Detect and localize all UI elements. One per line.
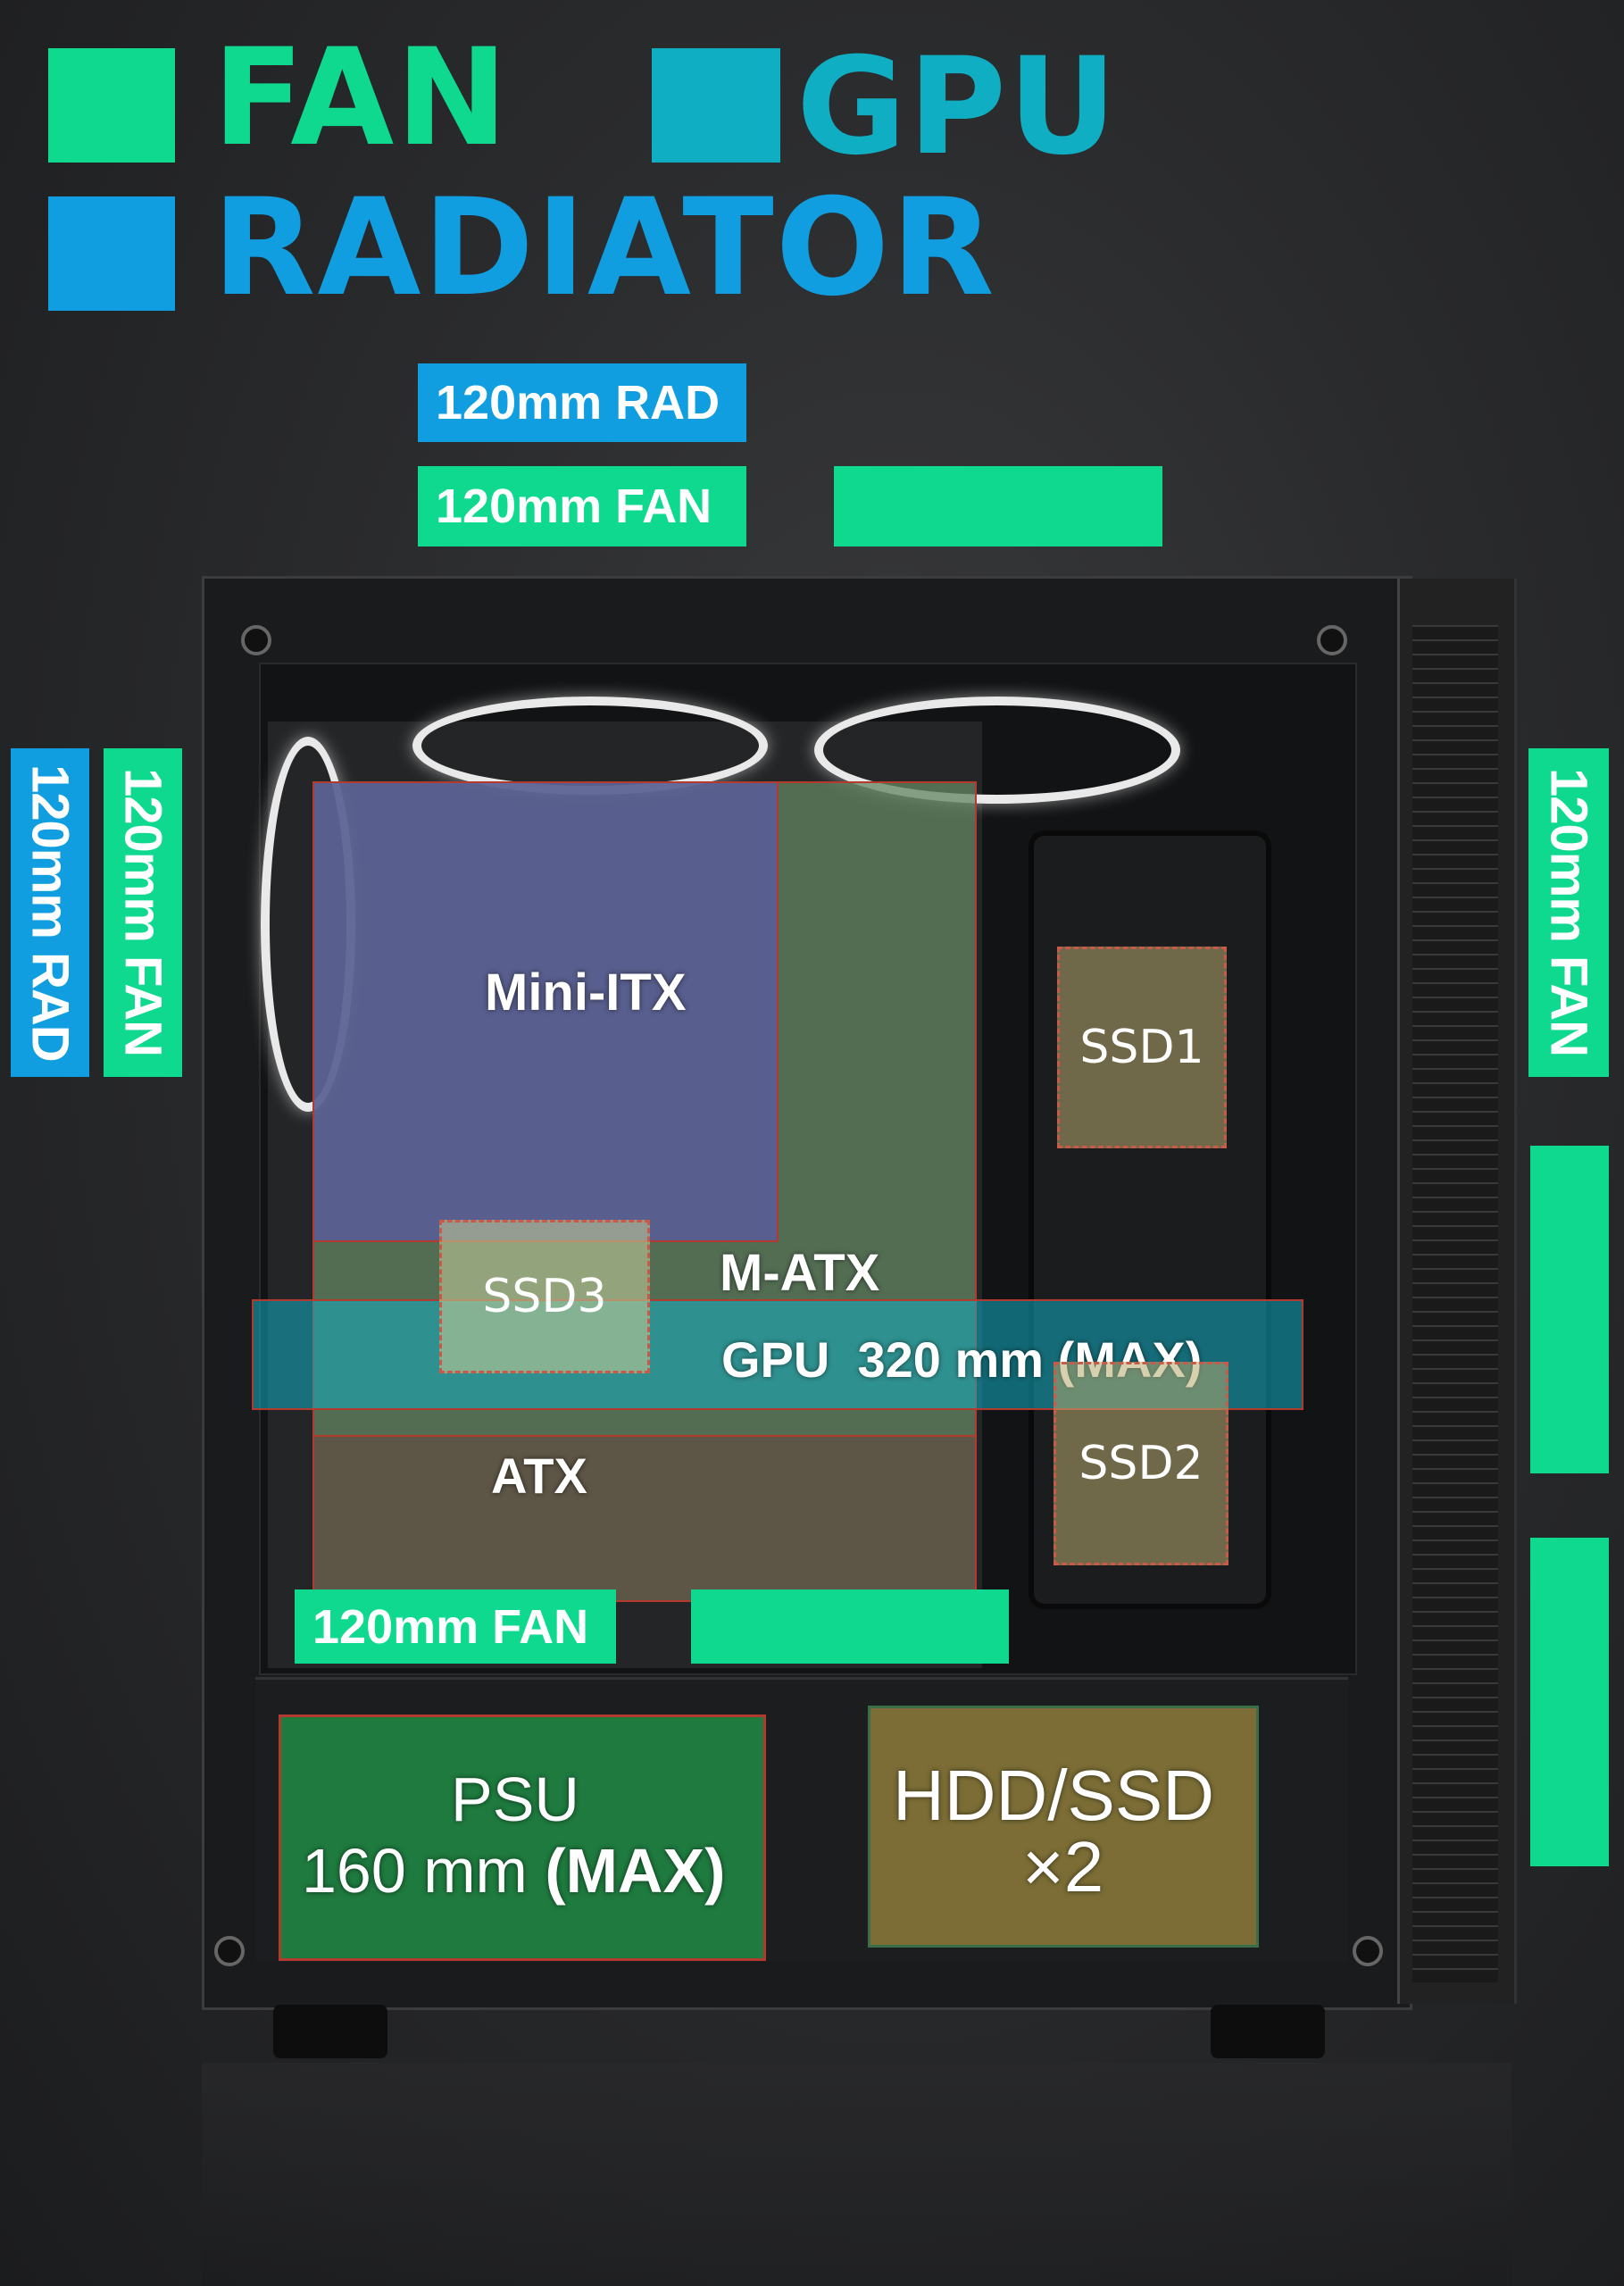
top-fan-2-icon xyxy=(814,697,1180,804)
ssd3-slot: SSD3 xyxy=(439,1220,650,1373)
atx-label: ATX xyxy=(491,1448,587,1504)
case-foot-right xyxy=(1211,2005,1325,2058)
rear-fan-slot-2 xyxy=(1530,1146,1609,1473)
psu-zone xyxy=(279,1714,766,1961)
radiator-legend-label: RADIATOR xyxy=(212,171,996,326)
bottom-fan-label: 120mm FAN xyxy=(295,1589,616,1664)
bottom-fan-slot-2 xyxy=(691,1589,1009,1664)
gpu-legend-swatch xyxy=(652,48,780,163)
hdd-count-label: ×2 xyxy=(1022,1827,1104,1906)
front-rad-label: 120mm RAD xyxy=(11,748,89,1077)
gpu-legend-label: GPU xyxy=(796,29,1119,185)
mini-itx-label: Mini-ITX xyxy=(485,964,687,1022)
ssd1-slot: SSD1 xyxy=(1057,947,1227,1148)
hdd-label: HDD/SSD xyxy=(893,1756,1215,1835)
screw xyxy=(1317,625,1347,655)
case-foot-left xyxy=(273,2005,387,2058)
floor-reflection xyxy=(202,2063,1512,2286)
front-fan-label: 120mm FAN xyxy=(104,748,182,1077)
rear-fan-label: 120mm FAN xyxy=(1528,748,1609,1077)
rear-fan-slot-3 xyxy=(1530,1538,1609,1866)
hdd-zone xyxy=(868,1706,1259,1948)
ssd2-slot: SSD2 xyxy=(1054,1362,1228,1565)
top-fan-1-icon xyxy=(412,697,768,795)
screw xyxy=(1353,1936,1383,1966)
top-fan-slot-2 xyxy=(834,466,1162,546)
radiator-legend-swatch xyxy=(48,196,175,311)
screw xyxy=(241,625,271,655)
m-atx-label: M-ATX xyxy=(720,1244,880,1302)
fan-legend-swatch xyxy=(48,48,175,163)
psu-limit-label: 160 mm (MAX) xyxy=(302,1836,726,1906)
psu-label: PSU xyxy=(451,1765,579,1834)
screw xyxy=(214,1936,245,1966)
top-fan-label: 120mm FAN xyxy=(418,466,746,546)
mini-itx-zone xyxy=(312,781,779,1242)
fan-legend-label: FAN xyxy=(212,21,510,176)
top-rad-label: 120mm RAD xyxy=(418,363,746,442)
front-mesh xyxy=(1412,625,1498,1982)
